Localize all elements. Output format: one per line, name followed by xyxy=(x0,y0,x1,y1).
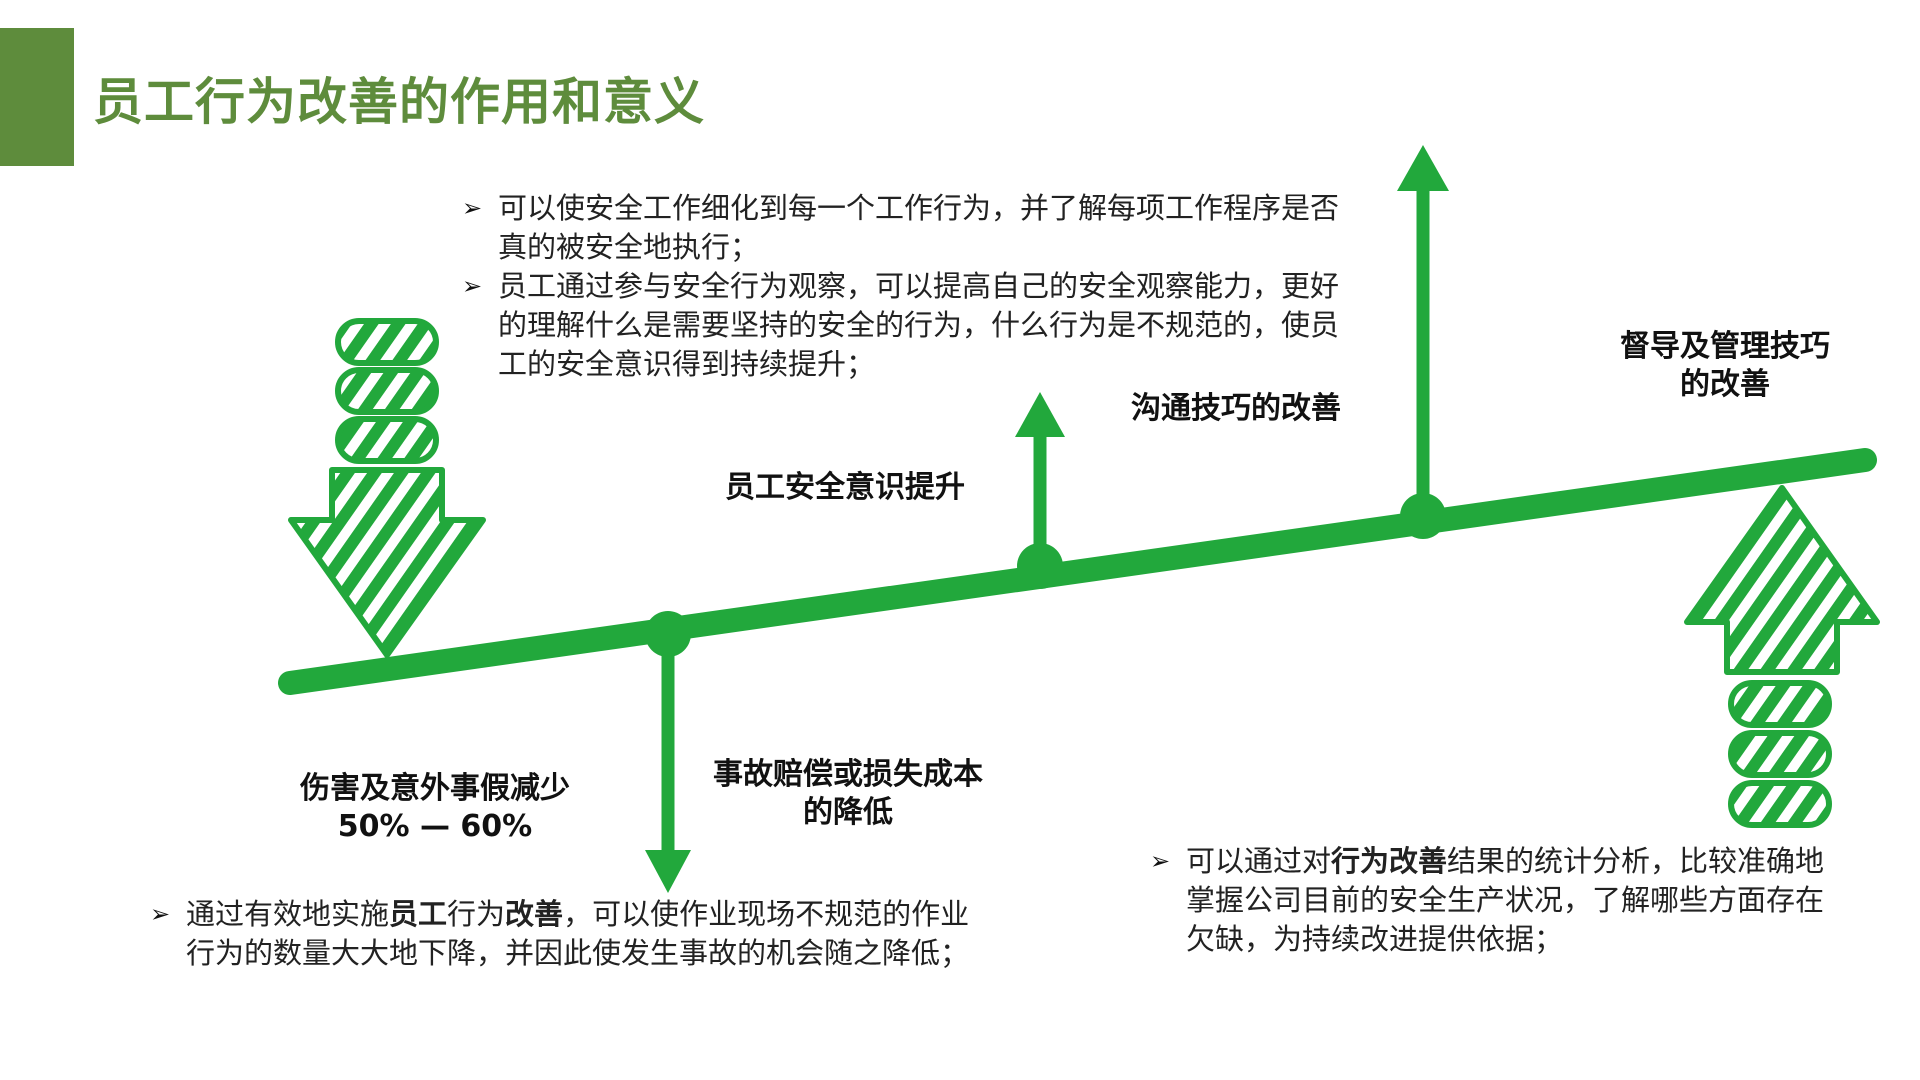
bullet-item: ➢ 可以通过对行为改善结果的统计分析，比较准确地掌握公司目前的安全生产状况，了解… xyxy=(1150,842,1850,959)
bullet-item: ➢ 可以使安全工作细化到每一个工作行为，并了解每项工作程序是否真的被安全地执行； xyxy=(462,189,1362,267)
label-communication: 沟通技巧的改善 xyxy=(1131,391,1341,426)
label-compensation: 事故赔偿或损失成本的降低 xyxy=(713,757,983,830)
bullet-highlight: 行为改善 xyxy=(1331,844,1448,878)
up-arrow-awareness xyxy=(1015,392,1065,566)
label-awareness: 员工安全意识提升 xyxy=(725,470,965,505)
bullet-text-middle: 行为 xyxy=(447,897,506,931)
bullet-list-bottom-right: ➢ 可以通过对行为改善结果的统计分析，比较准确地掌握公司目前的安全生产状况，了解… xyxy=(1150,842,1850,959)
bullet-text-before: 可以通过对 xyxy=(1186,844,1332,878)
arrowhead-bullet-icon: ➢ xyxy=(462,194,483,222)
bullet-text: 员工通过参与安全行为观察，可以提高自己的安全观察能力，更好的理解什么是需要坚持的… xyxy=(498,269,1340,381)
bullet-text-after: ，可以使作业现场不规范的作业行为的数量大大地下降，并因此使发生事故的机会随之降低… xyxy=(186,897,970,970)
bullet-highlight: 员工 xyxy=(389,897,448,931)
bullet-text: 可以使安全工作细化到每一个工作行为，并了解每项工作程序是否真的被安全地执行； xyxy=(498,191,1340,264)
bullet-item: ➢ 员工通过参与安全行为观察，可以提高自己的安全观察能力，更好的理解什么是需要坚… xyxy=(462,267,1362,384)
title-accent-bar xyxy=(0,28,74,166)
arrowhead-bullet-icon: ➢ xyxy=(462,272,483,300)
down-arrow-compensation xyxy=(645,640,691,893)
bullet-list-bottom-left: ➢ 通过有效地实施员工行为改善，可以使作业现场不规范的作业行为的数量大大地下降，… xyxy=(150,895,980,973)
bullet-text-after: 结果的统计分析，比较准确地掌握公司目前的安全生产状况，了解哪些方面存在欠缺，为持… xyxy=(1186,844,1825,956)
lever-beam xyxy=(278,448,1877,695)
striped-up-arrow-icon xyxy=(1684,485,1880,828)
label-injury-line2: 50% — 60% xyxy=(337,809,533,844)
bullet-highlight: 改善 xyxy=(505,897,564,931)
up-arrow-supervision xyxy=(1397,145,1449,516)
arrowhead-bullet-icon: ➢ xyxy=(1150,847,1171,875)
bullet-list-top: ➢ 可以使安全工作细化到每一个工作行为，并了解每项工作程序是否真的被安全地执行；… xyxy=(462,189,1362,384)
bullet-item: ➢ 通过有效地实施员工行为改善，可以使作业现场不规范的作业行为的数量大大地下降，… xyxy=(150,895,980,973)
label-injury-reduction: 伤害及意外事假减少 50% — 60% xyxy=(270,770,600,846)
label-supervision: 督导及管理技巧的改善 xyxy=(1620,329,1830,402)
page-title: 员工行为改善的作用和意义 xyxy=(93,73,705,131)
bullet-text-before: 通过有效地实施 xyxy=(186,897,390,931)
arrowhead-bullet-icon: ➢ xyxy=(150,900,171,928)
node-compensation xyxy=(645,611,691,657)
label-injury-line1: 伤害及意外事假减少 xyxy=(300,771,570,806)
striped-down-arrow-icon xyxy=(288,318,486,658)
